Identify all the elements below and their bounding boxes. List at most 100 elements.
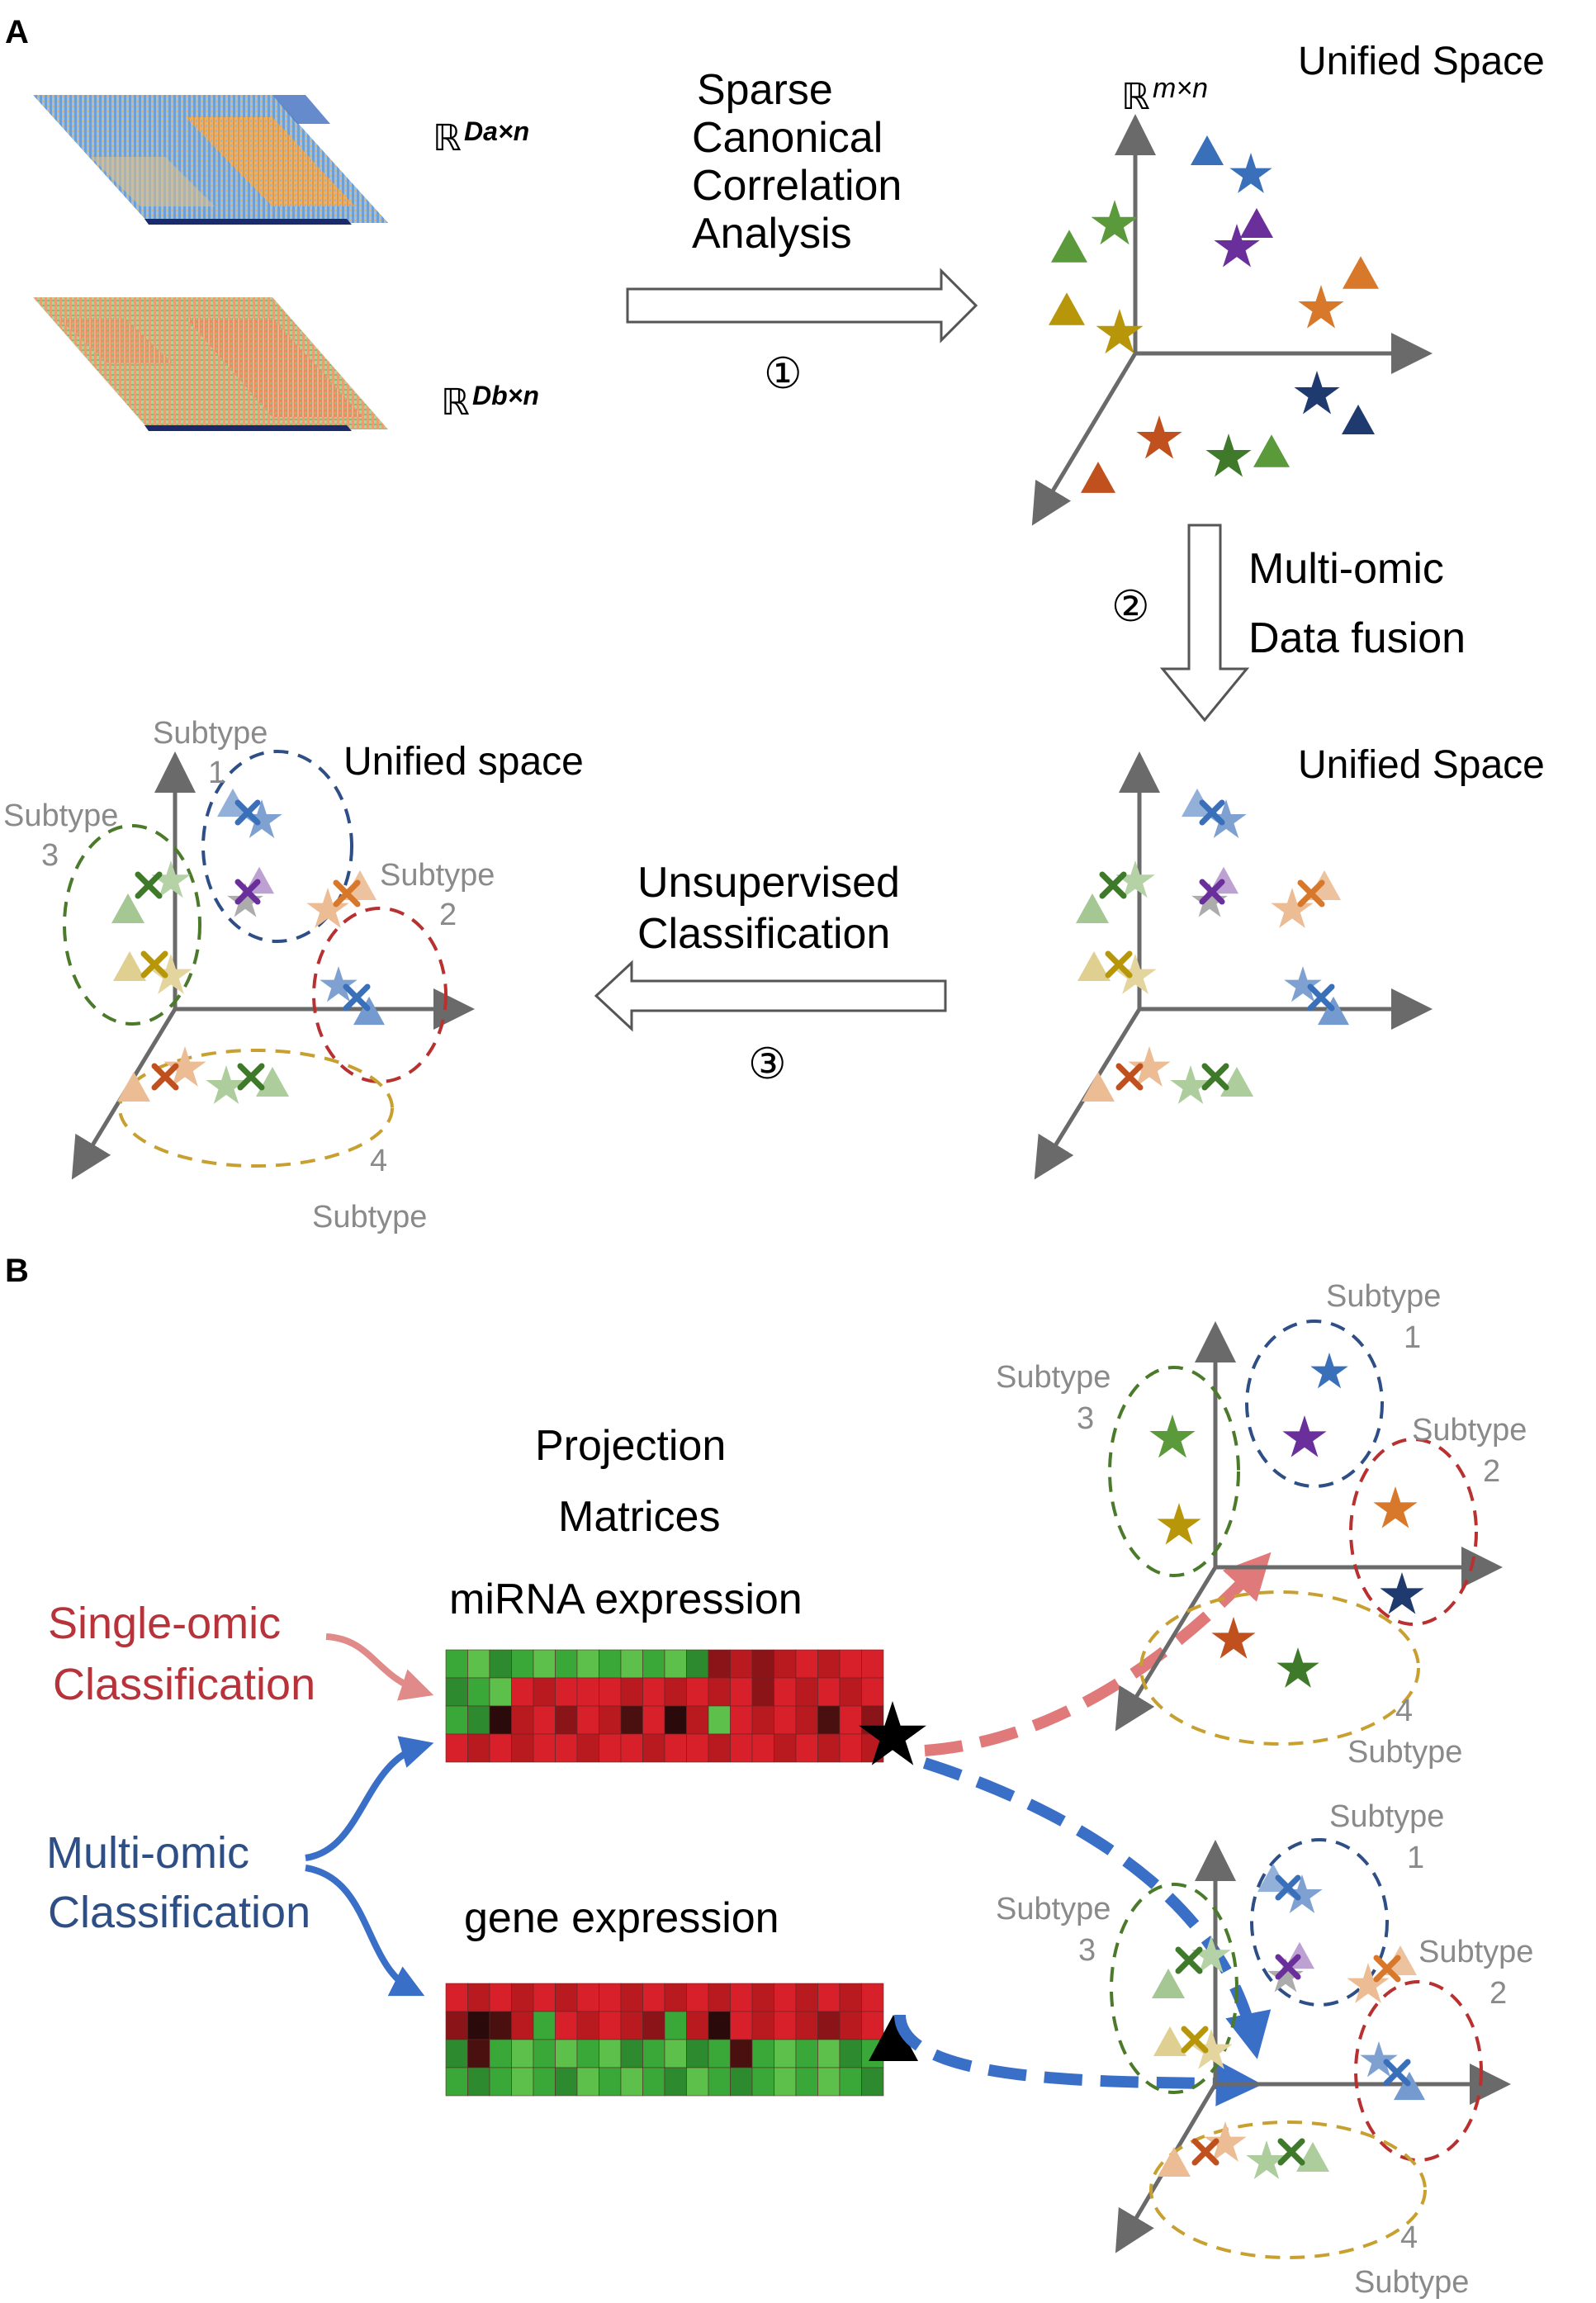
svg-text:3: 3 [1077,1401,1094,1436]
triangle-marker [1152,1969,1185,1998]
heatmap-cell [664,1733,687,1763]
projection-title: Projection Matrices [535,1422,726,1541]
heatmap-cell [664,1705,687,1735]
svg-text:2: 2 [1489,1976,1507,2011]
triangle-marker [1191,135,1224,165]
step3-title: Unsupervised Classification [637,859,900,958]
heatmap-cell [576,2067,599,2097]
heatmap-cell [489,2039,512,2068]
heatmap-cell [730,2067,753,2097]
heatmap-cell [489,1733,512,1763]
centroid-cross-marker [234,799,261,826]
heatmap-cell [861,2067,884,2097]
heatmap-cell [795,1677,818,1707]
centroid-cross-marker [1297,879,1325,907]
single-omic-arrow [325,1633,434,1701]
heatmap-cell [555,1705,578,1735]
centroid-cross-marker [1201,1063,1229,1091]
matrix-b-dimension-label: ℝ Db×n [441,381,539,423]
svg-text:Subtype: Subtype [1354,2265,1469,2300]
centroid-cross-marker [343,983,371,1012]
svg-text:4: 4 [1395,1694,1413,1728]
heatmap-cell [686,1733,709,1763]
triangle-marker [256,1067,289,1097]
star-marker [1298,285,1344,329]
svg-text:Canonical: Canonical [692,114,883,162]
unified-space-top-title: Unified Space [1298,40,1545,83]
heatmap-cell [686,1677,709,1707]
heatmap-cell [686,1705,709,1735]
heatmap-cell [620,1649,643,1679]
heatmap-cell [817,1649,841,1679]
triangle-marker [1081,462,1115,493]
star-marker [1276,1647,1319,1688]
heatmap-cell [620,1705,643,1735]
heatmap-cell [730,1677,753,1707]
gene-expression-heatmap [445,1983,884,2097]
heatmap-cell [774,1649,797,1679]
star-marker [1380,1572,1424,1614]
heatmap-cell [511,2067,534,2097]
heatmap-cell [642,2011,665,2040]
heatmap-cell [839,1983,862,2012]
centroid-cross-marker [1181,2026,1209,2054]
black-triangle-marker [869,2015,918,2061]
heatmap-cell [445,1649,468,1679]
heatmap-cell [642,2039,665,2068]
heatmap-cell [730,1733,753,1763]
heatmap-cell [708,1733,731,1763]
heatmap-cell [445,1983,468,2012]
svg-text:Subtype: Subtype [1326,1279,1441,1314]
heatmap-cell [708,1983,731,2012]
heatmap-cell [576,2039,599,2068]
heatmap-cell [489,1649,512,1679]
svg-text:Db×n: Db×n [472,381,539,410]
heatmap-cell [467,1677,490,1707]
triangle-marker [343,870,377,900]
heatmap-cell [620,1733,643,1763]
heatmap-cell [708,2039,731,2068]
triangle-marker [1077,951,1111,981]
triangle-marker [1240,208,1273,238]
heatmap-b-matrix [33,297,388,431]
triangle-marker [1220,1067,1253,1097]
multi-omic-arrow-top [305,1736,434,1861]
heatmap-cell [489,2011,512,2040]
svg-text:Sparse: Sparse [697,66,833,114]
heatmap-cell [533,2039,556,2068]
heatmap-cell [511,2039,534,2068]
heatmap-cell [664,1677,687,1707]
heatmap-cell [620,2011,643,2040]
triangle-marker [1343,256,1379,289]
triangle-marker [117,1072,150,1102]
heatmap-cell [751,1705,774,1735]
star-marker [1149,1414,1196,1458]
svg-text:2: 2 [439,898,457,932]
heatmap-cell [686,1983,709,2012]
star-marker [1136,415,1182,459]
heatmap-cell [445,1705,468,1735]
svg-text:Correlation: Correlation [692,162,902,210]
step1-arrow [626,268,978,344]
centroid-cross-marker [135,871,163,899]
heatmap-cell [576,1705,599,1735]
multi-omic-arrow-bottom [305,1865,425,1997]
heatmap-cell [708,1705,731,1735]
svg-text:Classification: Classification [53,1660,315,1709]
heatmap-cell [817,2011,841,2040]
heatmap-cell [511,1677,534,1707]
svg-text:Subtype: Subtype [1412,1413,1527,1448]
centroid-cross-marker [1307,983,1335,1012]
svg-text:Subtype: Subtype [312,1200,427,1234]
heatmap-cell [599,2039,622,2068]
star-marker [1282,1415,1327,1457]
centroid-cross-marker [237,1063,265,1091]
step2-arrow [1159,524,1250,723]
heatmap-cell [489,1677,512,1707]
heatmap-cell [555,2011,578,2040]
step1-title: Sparse Canonical Correlation Analysis [692,66,902,258]
svg-text:Subtype: Subtype [380,858,495,893]
multi-omic-projection-arrow-triangle [894,2014,1262,2106]
centroid-cross-marker [1383,2059,1411,2087]
heatmap-cell [795,2011,818,2040]
